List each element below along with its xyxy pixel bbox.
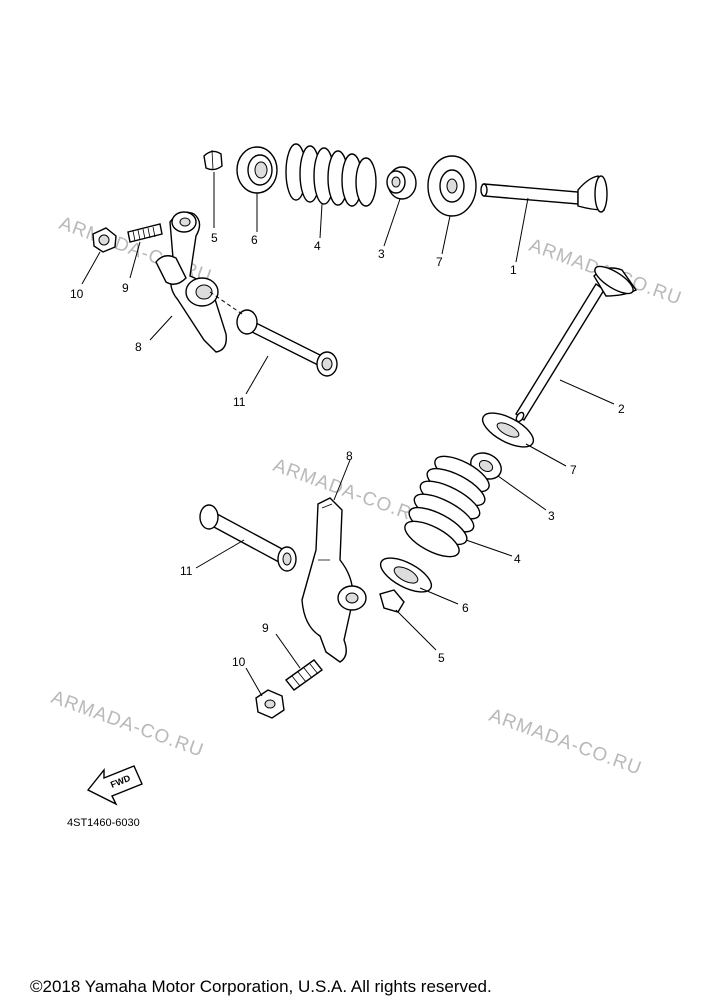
callout-5: 5 <box>211 231 218 245</box>
callout-11: 11 <box>233 395 246 409</box>
watermark: ARMADA-CO.RU <box>270 455 428 530</box>
callout-4: 4 <box>314 239 321 253</box>
callout-10: 10 <box>70 287 84 301</box>
part-spring-seat-washer-upper <box>427 155 477 217</box>
callout-10: 10 <box>232 655 246 669</box>
part-rocker-arm-upper <box>155 211 227 353</box>
callouts-upper: 5 6 4 3 7 1 10 9 8 11 <box>70 231 517 409</box>
part-spring-seat-upper <box>236 146 278 194</box>
callout-11: 11 <box>180 564 193 578</box>
part-exhaust-valve <box>515 265 638 423</box>
part-locknut-lower <box>255 689 285 719</box>
part-valve-spring-lower <box>404 455 490 558</box>
callout-5: 5 <box>438 651 445 665</box>
copyright-notice: ©2018 Yamaha Motor Corporation, U.S.A. A… <box>30 977 492 996</box>
part-valve-spring-upper <box>285 143 377 207</box>
callout-3: 3 <box>378 247 385 261</box>
callout-4: 4 <box>514 552 521 566</box>
callouts-lower: 2 7 3 4 6 5 8 11 9 10 <box>180 402 625 669</box>
callout-8: 8 <box>135 340 142 354</box>
leader-lines-upper <box>81 172 529 395</box>
part-valve-cotter-upper <box>203 149 223 171</box>
part-valve-stem-seal-upper <box>386 166 417 200</box>
callout-6: 6 <box>251 233 258 247</box>
callout-7: 7 <box>436 255 443 269</box>
part-rocker-arm-shaft-upper <box>236 309 338 377</box>
part-valve-stem-seal-lower <box>470 452 502 480</box>
part-adjusting-screw-upper <box>127 223 163 243</box>
part-spring-seat-lower <box>379 557 433 593</box>
diagram-code: 4ST1460-6030 <box>67 817 140 829</box>
part-spring-seat-washer-lower <box>481 412 535 448</box>
callout-6: 6 <box>462 601 469 615</box>
part-adjusting-screw-lower <box>284 659 324 691</box>
watermark: ARMADA-CO.RU <box>48 687 206 762</box>
part-rocker-arm-shaft-lower <box>199 504 297 572</box>
watermark: ARMADA-CO.RU <box>486 705 644 780</box>
callout-8: 8 <box>346 449 353 463</box>
part-valve-cotter-lower <box>379 589 405 613</box>
part-intake-valve <box>480 175 608 213</box>
callout-9: 9 <box>262 621 269 635</box>
callout-7: 7 <box>570 463 577 477</box>
callout-2: 2 <box>618 402 625 416</box>
leader-lines-lower <box>195 379 615 697</box>
callout-9: 9 <box>122 281 129 295</box>
callout-1: 1 <box>510 263 517 277</box>
part-rocker-arm-lower <box>301 497 367 663</box>
callout-3: 3 <box>548 509 555 523</box>
part-locknut-upper <box>92 227 117 253</box>
forward-arrow-icon: FWD <box>86 765 143 806</box>
